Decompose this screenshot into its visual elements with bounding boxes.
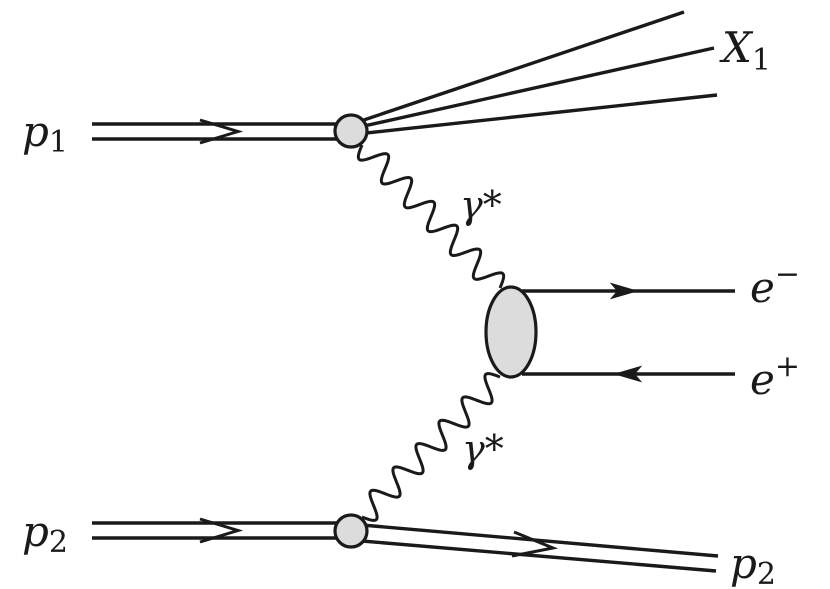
incoming-proton-1-line	[92, 118, 338, 145]
incoming-proton-2-arrow	[199, 517, 244, 544]
positron-line	[522, 365, 735, 383]
label-incoming-p1: p1	[22, 107, 68, 160]
lower-vertex	[333, 513, 369, 549]
outgoing-proton-2-line	[361, 523, 719, 573]
remnant-x1-lines	[351, 10, 718, 136]
label-outgoing-p2: p2	[730, 539, 776, 589]
electron-line	[522, 282, 735, 300]
incoming-proton-1-arrow	[199, 118, 244, 145]
label-incoming-p2: p2	[22, 507, 68, 560]
electron-arrow	[609, 282, 639, 300]
upper-vertex	[333, 113, 369, 149]
label-positron: e+	[750, 349, 800, 404]
photon-upper-line	[356, 144, 506, 289]
label-x1: X1	[719, 23, 771, 78]
outgoing-proton-2-arrow	[511, 530, 559, 558]
label-electron: e−	[750, 257, 800, 312]
label-photon-upper: γ*	[460, 183, 502, 227]
photon-lower-line	[361, 372, 501, 522]
incoming-proton-2-line	[92, 517, 338, 544]
central-blob-vertex	[484, 285, 538, 379]
positron-arrow	[613, 365, 643, 383]
label-photon-lower: γ*	[462, 427, 504, 471]
